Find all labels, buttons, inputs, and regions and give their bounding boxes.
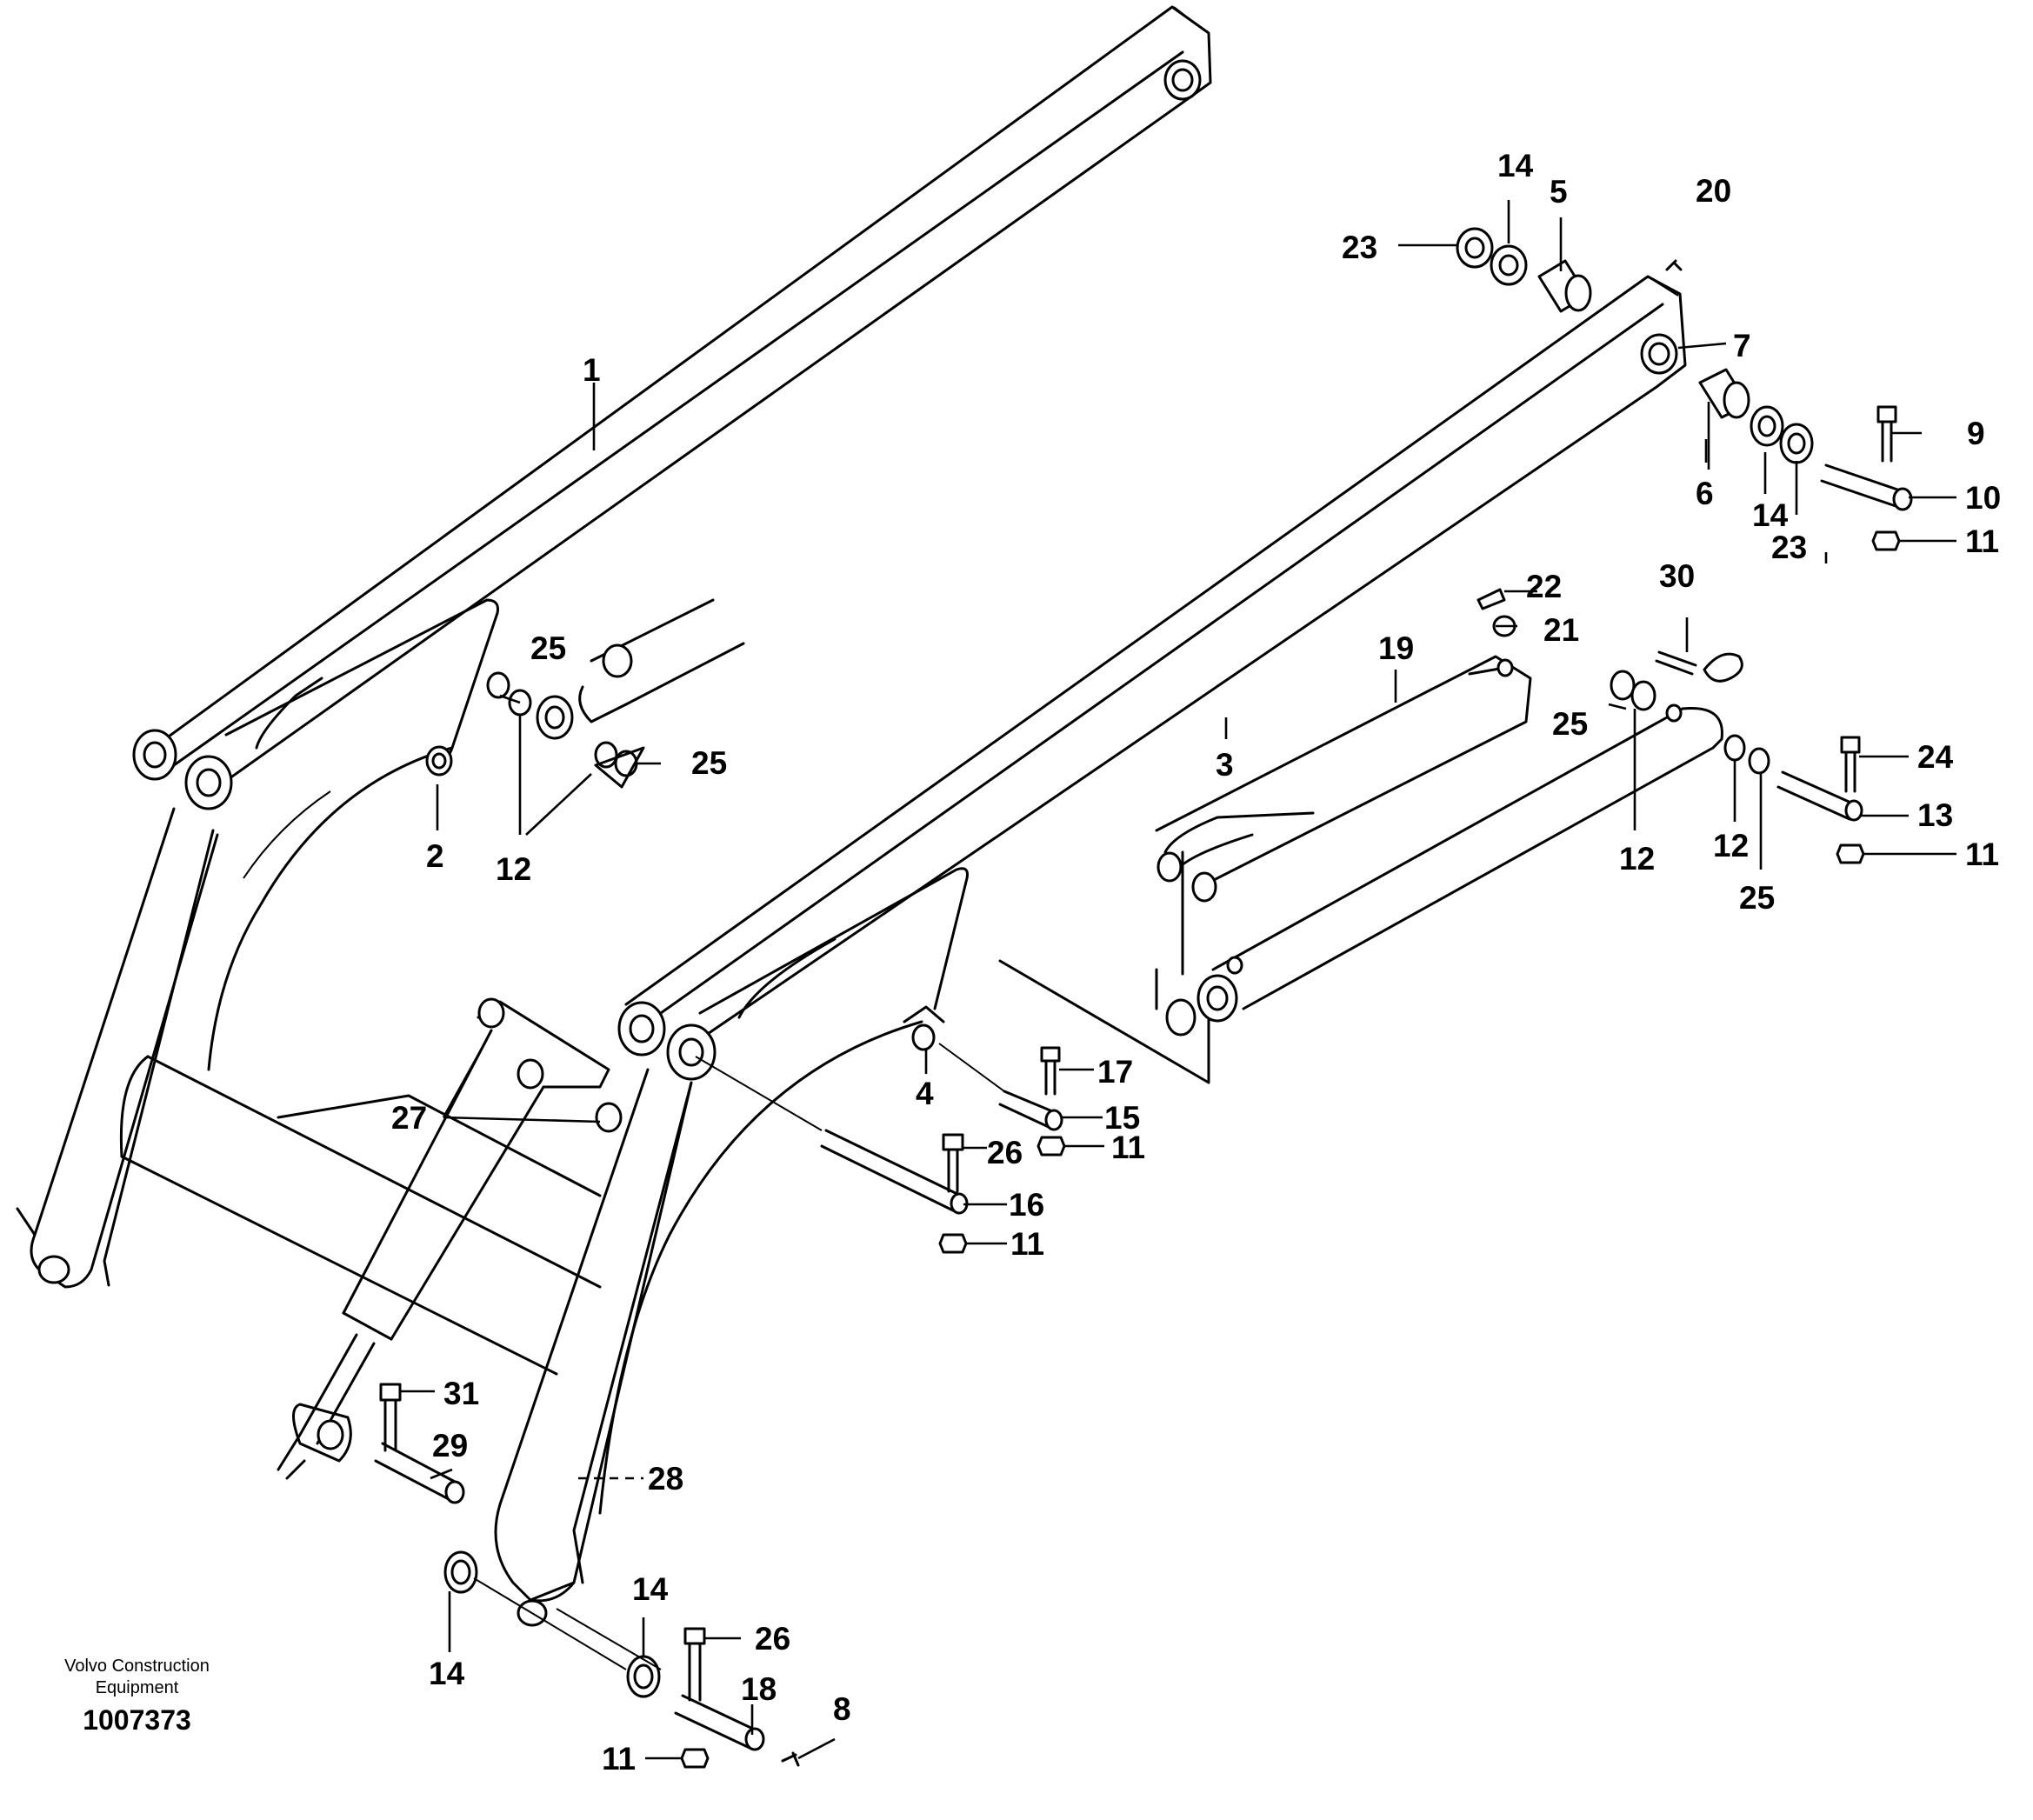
callout-2: 2: [426, 838, 444, 874]
callout-7: 7: [1733, 328, 1751, 363]
callout-28: 28: [648, 1461, 683, 1497]
callout-23-top: 23: [1342, 230, 1377, 265]
lower-hardware: [374, 1383, 800, 1769]
right-cylinders: [1155, 588, 1865, 1037]
callout-6: 6: [1696, 476, 1714, 511]
callout-17: 17: [1097, 1054, 1133, 1090]
leader-lines: [400, 200, 1956, 1760]
callout-25-far-right: 25: [1739, 880, 1775, 916]
callout-20: 20: [1696, 173, 1731, 209]
brand-line-1: Volvo Construction: [64, 1657, 210, 1676]
callout-25-right: 25: [1552, 706, 1588, 742]
callout-14-right: 14: [1752, 497, 1789, 533]
right-lift-arm: [494, 275, 1687, 1627]
callout-18: 18: [741, 1671, 777, 1707]
callout-11-center: 11: [1010, 1226, 1044, 1262]
callout-10: 10: [1965, 480, 2001, 516]
callout-19: 19: [1378, 630, 1414, 666]
upper-right-hardware: [1456, 227, 1913, 551]
callout-14-bottom-left: 14: [429, 1656, 465, 1691]
callout-26-middle: 26: [987, 1135, 1023, 1170]
callout-12-left: 12: [496, 851, 531, 887]
callout-25-upper-left: 25: [530, 630, 566, 666]
callout-14-bottom-right: 14: [632, 1571, 669, 1607]
callout-26-bottom: 26: [755, 1621, 790, 1657]
callout-25-left: 25: [691, 745, 727, 781]
callout-31: 31: [443, 1376, 479, 1411]
callout-27: 27: [391, 1100, 427, 1136]
document-number: 1007373: [83, 1704, 191, 1736]
callout-21: 21: [1543, 612, 1579, 648]
callout-5: 5: [1550, 174, 1568, 210]
callout-30: 30: [1659, 558, 1695, 594]
callout-11-middle: 11: [1111, 1130, 1145, 1165]
left-cylinder: [277, 997, 623, 1480]
callout-4: 4: [916, 1076, 934, 1111]
callout-12-far-right: 12: [1713, 828, 1749, 863]
callout-11-bottom: 11: [602, 1741, 636, 1777]
callout-1: 1: [583, 352, 601, 388]
callout-11-top-right: 11: [1965, 523, 1999, 559]
brand-caption: Volvo Construction Equipment: [35, 1656, 239, 1699]
callout-24: 24: [1917, 739, 1954, 775]
callout-8: 8: [833, 1691, 851, 1727]
callout-12-right: 12: [1619, 841, 1655, 877]
callout-3: 3: [1216, 747, 1234, 783]
brand-line-2: Equipment: [95, 1678, 179, 1697]
callout-11-right: 11: [1965, 837, 1999, 872]
callout-15: 15: [1104, 1100, 1140, 1136]
callout-22: 22: [1526, 569, 1562, 604]
callout-14-top: 14: [1497, 148, 1534, 183]
callout-23-right: 23: [1771, 530, 1807, 565]
cross-tube: [119, 1055, 602, 1376]
callout-13: 13: [1917, 797, 1953, 833]
callout-numbers: 1 2 3 4 5 6 7 8 9 10 11 11 11 11 11 12 1…: [391, 148, 2001, 1777]
middle-hardware: [695, 1005, 1066, 1254]
callout-29: 29: [432, 1428, 468, 1463]
callout-16: 16: [1009, 1187, 1044, 1223]
callout-9: 9: [1967, 416, 1985, 451]
